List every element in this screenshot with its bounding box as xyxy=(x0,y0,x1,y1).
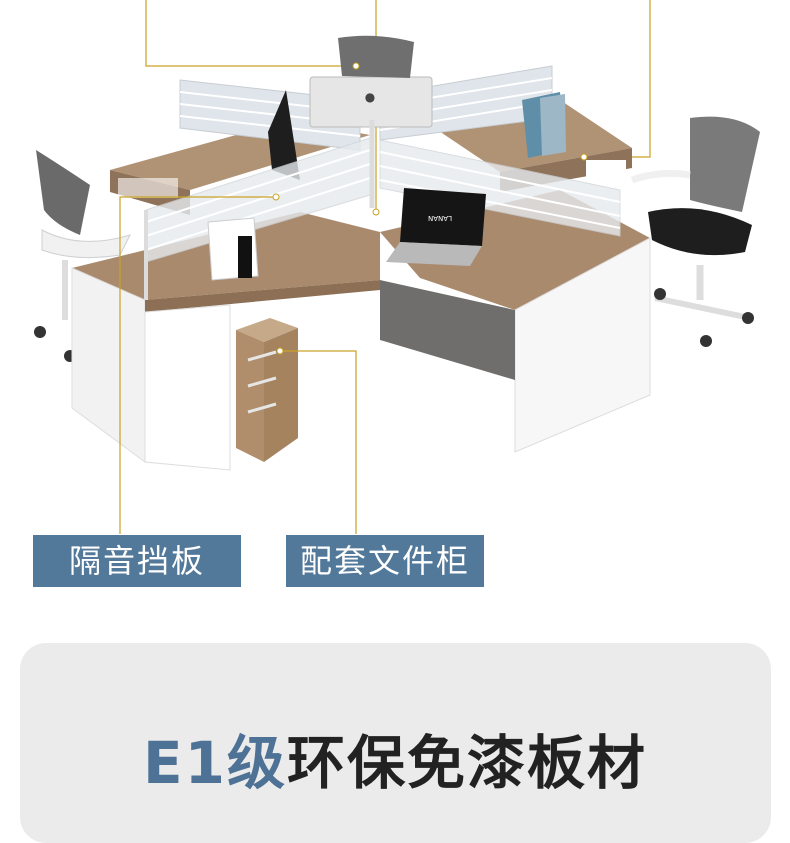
product-photo: ● xyxy=(34,0,760,534)
feature-title-accent: E1级 xyxy=(143,729,287,797)
document-stand xyxy=(207,217,259,281)
laptop: LANAN xyxy=(386,188,486,266)
feature-title: E1级环保免漆板材 xyxy=(0,716,790,800)
laptop-brand-text: LANAN xyxy=(428,214,452,222)
chair-back xyxy=(338,35,414,78)
file-cabinet xyxy=(236,318,298,462)
chair-right xyxy=(630,116,760,347)
callout-lines-lower xyxy=(119,196,357,534)
callout-dots xyxy=(272,62,588,355)
partition-front xyxy=(144,120,621,300)
desk-decor-board xyxy=(268,90,300,180)
apple-logo-icon: ● xyxy=(365,90,375,104)
binders xyxy=(522,92,566,158)
callout-label-file-cabinet: 配套文件柜 xyxy=(286,535,484,587)
chair-left xyxy=(34,150,131,362)
feature-title-rest: 环保免漆板材 xyxy=(286,729,647,797)
monitor: ● xyxy=(309,76,433,128)
callout-label-partition: 隔音挡板 xyxy=(33,535,241,587)
